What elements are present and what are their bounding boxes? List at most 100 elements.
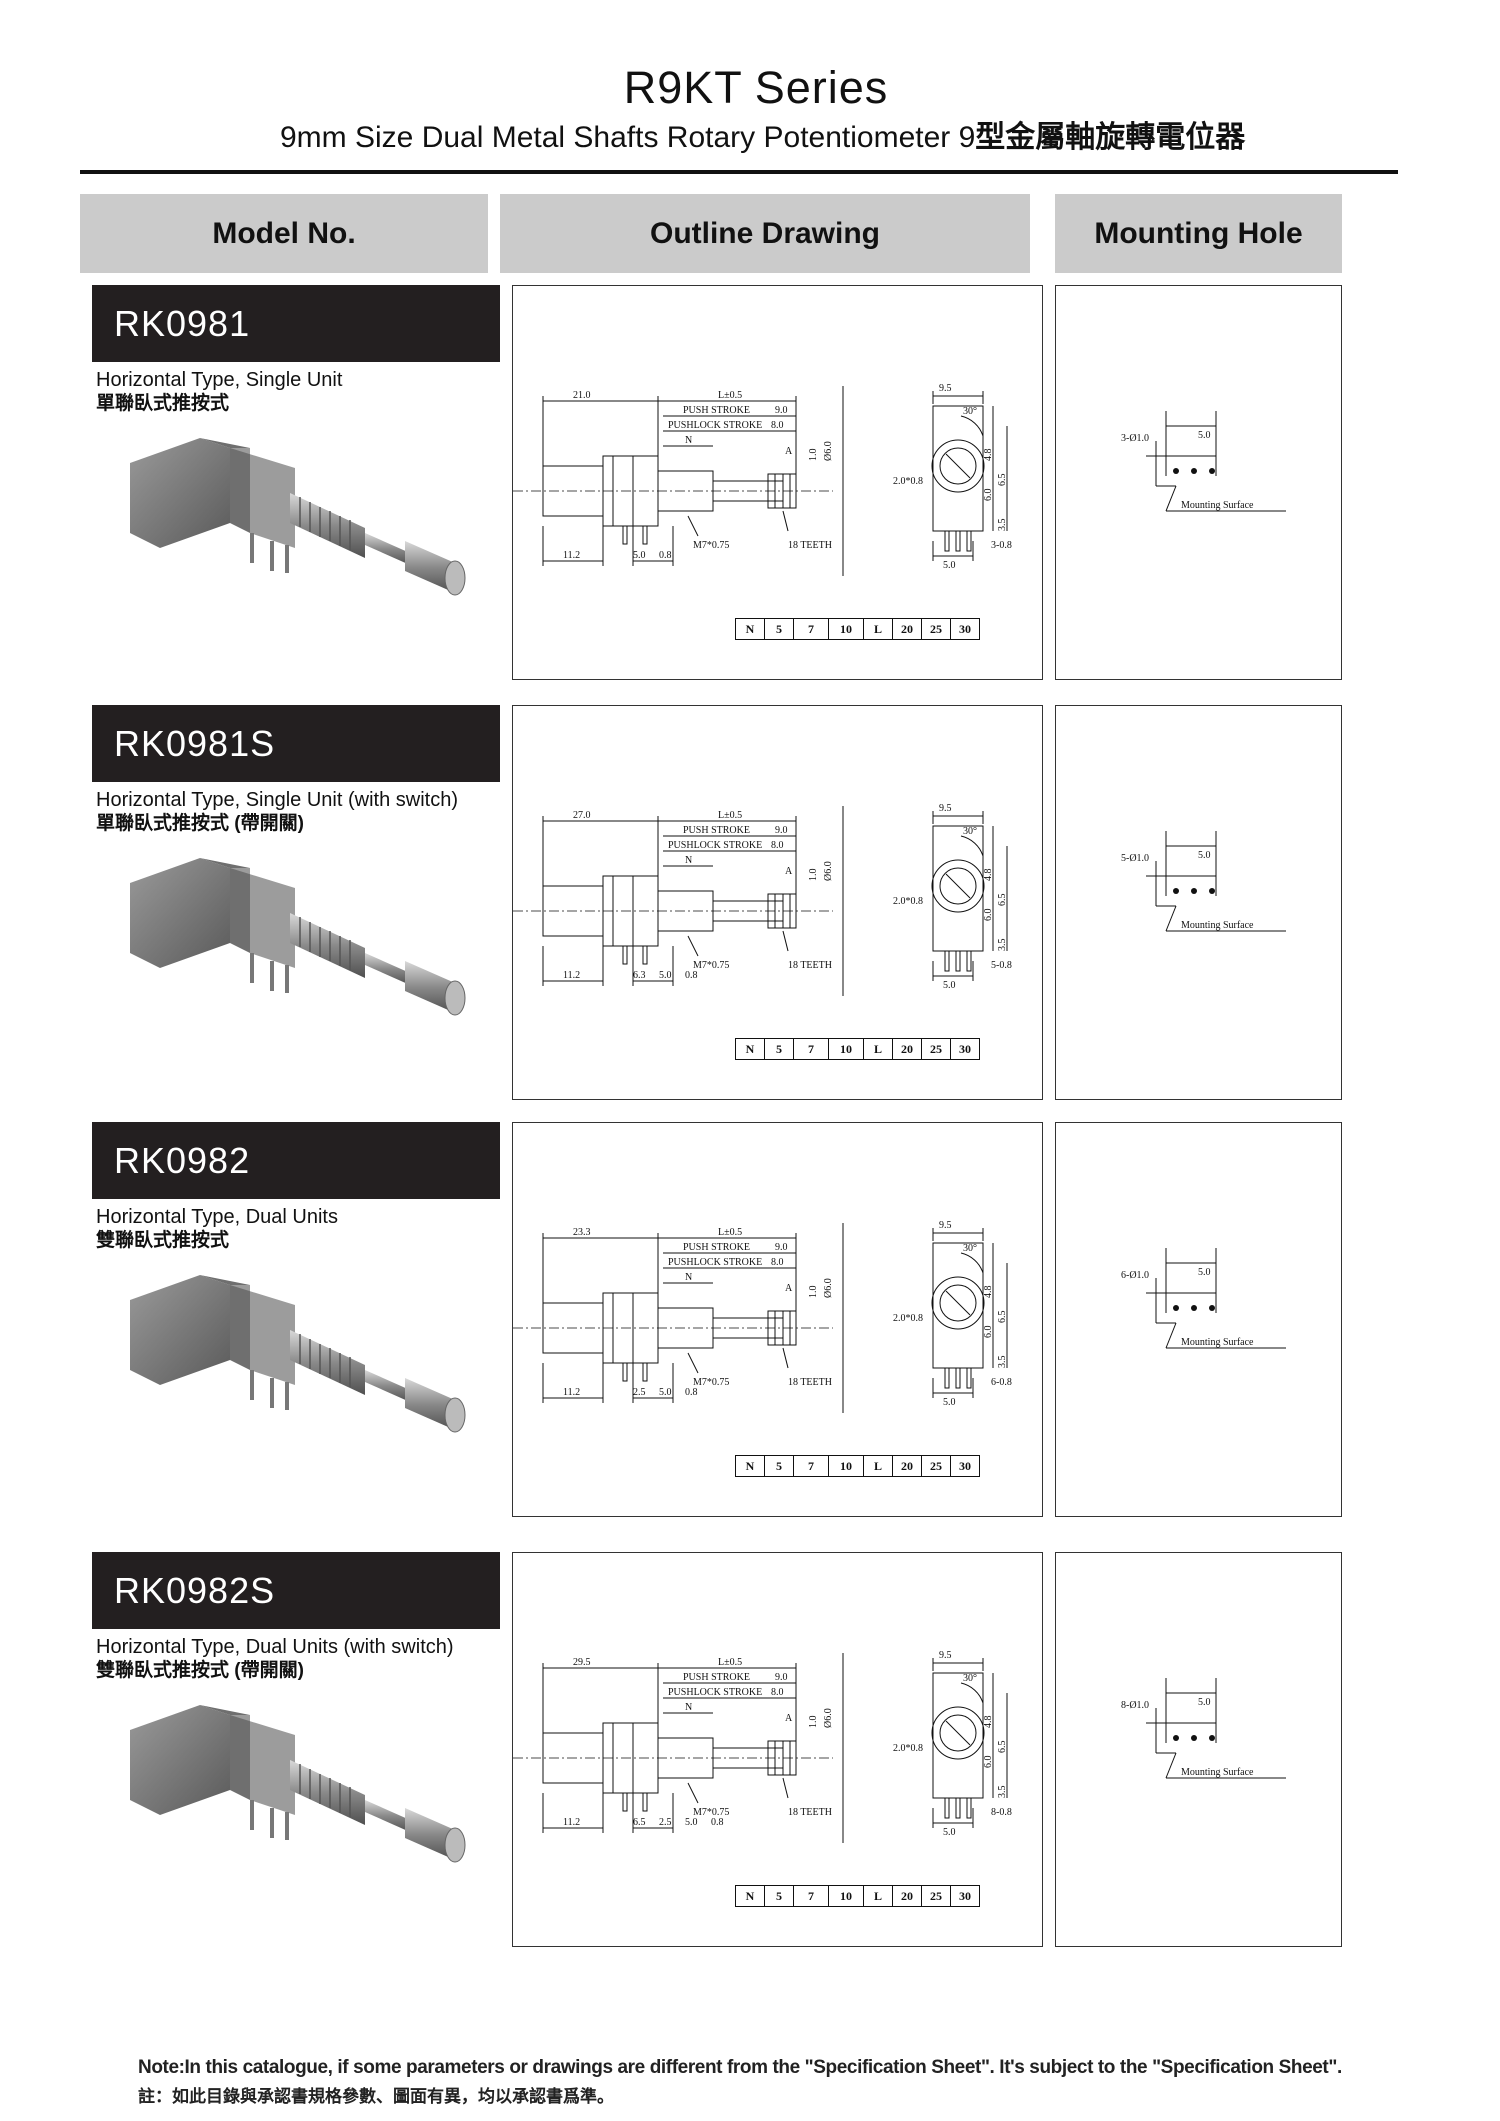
dimension-label: 9.0 xyxy=(775,1672,788,1683)
product-photo xyxy=(130,1705,466,1863)
n-l-cell: 30 xyxy=(959,621,971,636)
dimension-label: 9.0 xyxy=(775,1242,788,1253)
n-l-cell: N xyxy=(736,1886,765,1906)
dimension-label: 30° xyxy=(963,826,977,837)
n-l-cell: 5 xyxy=(765,1886,794,1906)
dimension-label: 29.5 xyxy=(573,1657,591,1668)
hole-label: 5.0 xyxy=(1198,430,1211,441)
dimension-label: 5.0 xyxy=(943,560,956,571)
dimension-label: PUSHLOCK STROKE xyxy=(668,1257,762,1268)
pitch-label: 5.0 xyxy=(633,550,646,561)
dimension-label: 8.0 xyxy=(771,1687,784,1698)
pitch-label: 0.8 xyxy=(711,1817,724,1828)
page-subtitle: 9mm Size Dual Metal Shafts Rotary Potent… xyxy=(280,121,1246,154)
dimension-label: L±0.5 xyxy=(718,1227,742,1238)
description-en: Horizontal Type, Dual Units (with switch… xyxy=(96,1636,454,1658)
column-header-outline: Outline Drawing xyxy=(500,194,1030,273)
dimension-label: 1.0 xyxy=(808,1286,819,1299)
dimension-label: 6.0 xyxy=(983,909,994,922)
dimension-label: PUSH STROKE xyxy=(683,405,750,416)
n-l-cell: 7 xyxy=(794,1886,829,1906)
dimension-label: N xyxy=(685,435,692,446)
dimension-label: 3.5 xyxy=(997,1356,1008,1369)
n-l-cell: L xyxy=(864,1039,893,1059)
n-l-cell: 30 xyxy=(959,1458,971,1473)
dimension-label: 6.5 xyxy=(997,1741,1008,1754)
description-en: Horizontal Type, Single Unit xyxy=(96,369,343,391)
dimension-label: PUSHLOCK STROKE xyxy=(668,840,762,851)
dimension-label: M7*0.75 xyxy=(693,960,729,971)
column-header-mounting: Mounting Hole xyxy=(1055,194,1342,273)
dimension-label: 9.5 xyxy=(939,1650,952,1661)
model-name: RK0982 xyxy=(92,1122,500,1199)
title-rule xyxy=(80,170,1398,174)
description-zh: 單聯臥式推按式 xyxy=(96,393,230,414)
dimension-label: M7*0.75 xyxy=(693,540,729,551)
dimension-label: 11.2 xyxy=(563,1817,580,1828)
hole-label: 5.0 xyxy=(1198,1267,1211,1278)
dimension-label: 18 TEETH xyxy=(788,1807,832,1818)
dimension-label: 11.2 xyxy=(563,550,580,561)
dimension-label: 21.0 xyxy=(573,390,591,401)
dimension-label: 9.0 xyxy=(775,405,788,416)
dimension-label: A xyxy=(785,446,793,457)
dimension-label: PUSH STROKE xyxy=(683,1242,750,1253)
dimension-label: 1.0 xyxy=(808,1716,819,1729)
dimension-label: A xyxy=(785,866,793,877)
pitch-label: 2.5 xyxy=(659,1817,672,1828)
dimension-label: 23.3 xyxy=(573,1227,591,1238)
dimension-label: 2.0*0.8 xyxy=(893,1313,923,1324)
pitch-label: 6.5 xyxy=(633,1817,646,1828)
dimension-label: 30° xyxy=(963,1673,977,1684)
n-l-cell: 7 xyxy=(794,1456,829,1476)
dimension-label: 8.0 xyxy=(771,420,784,431)
dimension-label: 6.0 xyxy=(983,489,994,502)
pitch-label: 5.0 xyxy=(659,970,672,981)
description-zh: 雙聯臥式推按式 xyxy=(96,1230,230,1251)
hole-label: 6-Ø1.0 xyxy=(1121,1270,1149,1281)
dimension-label: PUSHLOCK STROKE xyxy=(668,420,762,431)
product-photo xyxy=(130,1275,466,1433)
pitch-label: 0.8 xyxy=(685,1387,698,1398)
dimension-label: L±0.5 xyxy=(718,810,742,821)
hole-label: Mounting Surface xyxy=(1181,920,1254,931)
pitch-label: 0.8 xyxy=(659,550,672,561)
dimension-label: 5.0 xyxy=(943,980,956,991)
hole-label: 5-Ø1.0 xyxy=(1121,853,1149,864)
dimension-label: M7*0.75 xyxy=(693,1807,729,1818)
n-l-cell: L xyxy=(864,1456,893,1476)
dimension-label: 8-0.8 xyxy=(991,1807,1012,1818)
pitch-label: 6.3 xyxy=(633,970,646,981)
n-l-cell: 7 xyxy=(794,1039,829,1059)
dimension-label: 2.0*0.8 xyxy=(893,476,923,487)
hole-label: 5.0 xyxy=(1198,850,1211,861)
dimension-label: L±0.5 xyxy=(718,390,742,401)
n-l-cell: 20 xyxy=(893,1456,922,1476)
dimension-label: 9.5 xyxy=(939,383,952,394)
n-l-cell: 25 xyxy=(922,1456,951,1476)
dimension-label: 11.2 xyxy=(563,1387,580,1398)
dimension-label: 5-0.8 xyxy=(991,960,1012,971)
dimension-label: 5.0 xyxy=(943,1397,956,1408)
description-zh: 雙聯臥式推按式 (帶開關) xyxy=(96,1660,304,1681)
hole-label: Mounting Surface xyxy=(1181,1767,1254,1778)
dimension-label: M7*0.75 xyxy=(693,1377,729,1388)
n-l-cell: 25 xyxy=(922,1039,951,1059)
dimension-label: 18 TEETH xyxy=(788,1377,832,1388)
n-l-cell: 30 xyxy=(959,1041,971,1056)
